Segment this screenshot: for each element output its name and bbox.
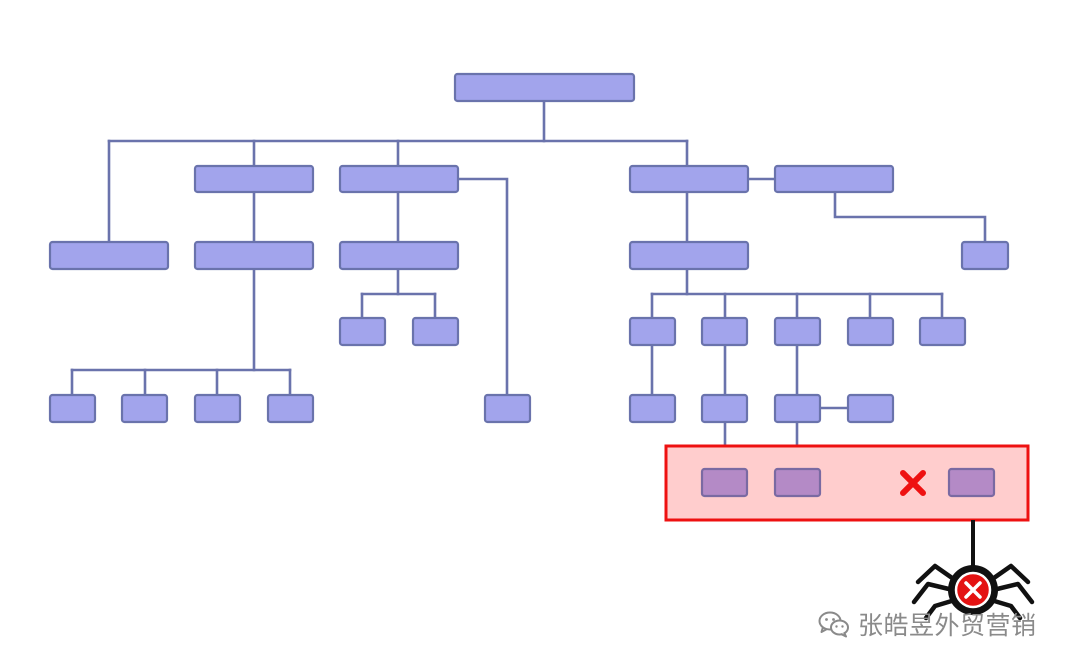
page-nodes [48, 72, 1010, 498]
page-node-l4-d [266, 393, 315, 424]
crawler-overlay [900, 470, 1035, 621]
watermark-text: 张皓昱外贸营销 [858, 611, 1037, 640]
page-node-l3-d [700, 316, 749, 347]
page-node-l1-c [628, 164, 750, 194]
connector-7 [456, 177, 509, 397]
connector-8 [833, 190, 987, 244]
page-node-l3-c [628, 316, 677, 347]
page-node-l2-b [338, 240, 460, 271]
page-node-l3-f [846, 316, 895, 347]
page-node-l5-a [700, 467, 749, 498]
page-node-l1-e [48, 240, 170, 271]
page-node-l3-a [338, 316, 387, 347]
tree-connectors [70, 99, 987, 471]
page-node-l3-e [773, 316, 822, 347]
page-node-l5-c [947, 467, 996, 498]
page-node-l4-g [773, 393, 822, 424]
page-node-l4-a [48, 393, 97, 424]
page-node-l5-b [773, 467, 822, 498]
page-node-l2-a [193, 240, 315, 271]
wechat-icon [818, 611, 849, 638]
page-node-l2-d [960, 240, 1010, 271]
page-node-root [453, 72, 636, 103]
page-node-l3-b [411, 316, 460, 347]
page-node-l4-e [628, 393, 677, 424]
page-node-l4-b [120, 393, 169, 424]
page-node-l1-b [338, 164, 460, 194]
page-node-l1-a [193, 164, 315, 194]
cross-icon [900, 470, 926, 496]
page-node-l4-c [193, 393, 242, 424]
spider-icon [911, 520, 1035, 621]
page-node-l3-g [918, 316, 967, 347]
page-node-l2-e [483, 393, 532, 424]
page-node-l4-f [700, 393, 749, 424]
page-node-l2-c [628, 240, 750, 271]
page-node-l1-d [773, 164, 895, 194]
watermark: 张皓昱外贸营销 [818, 606, 1037, 642]
page-node-l4-h [846, 393, 895, 424]
